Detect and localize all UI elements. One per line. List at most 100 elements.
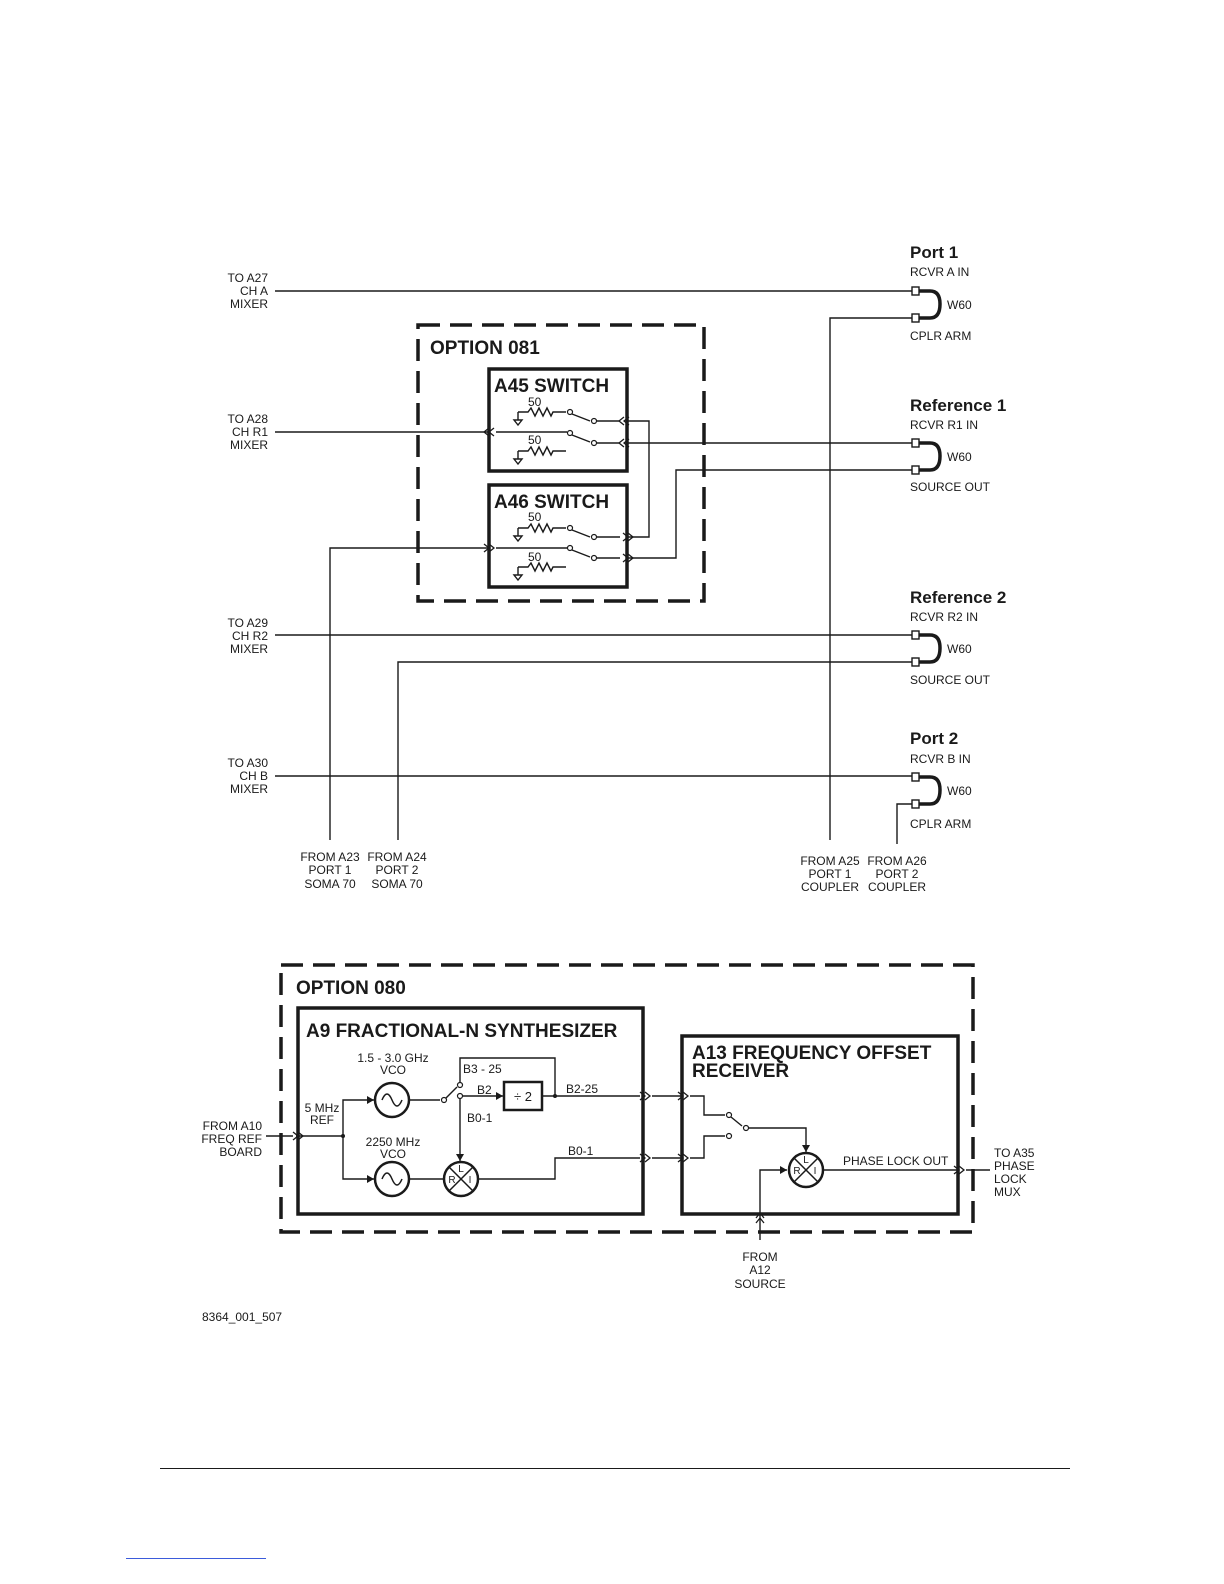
svg-text:FROM A10: FROM A10 xyxy=(203,1119,263,1133)
svg-text:RCVR R1 IN: RCVR R1 IN xyxy=(910,418,978,432)
svg-text:A46 SWITCH: A46 SWITCH xyxy=(494,492,609,513)
from-a12-label: FROM A12 SOURCE xyxy=(734,1250,785,1291)
svg-text:CH B: CH B xyxy=(239,769,268,783)
svg-text:R: R xyxy=(793,1166,800,1177)
svg-text:CH R1: CH R1 xyxy=(232,425,268,439)
reference-1-group: Reference 1 RCVR R1 IN W60 SOURCE OUT xyxy=(910,396,1006,494)
svg-text:REF: REF xyxy=(310,1113,334,1127)
a9-mixer: L R I xyxy=(442,1160,480,1198)
svg-text:COUPLER: COUPLER xyxy=(868,880,926,894)
reference-2-group: Reference 2 RCVR R2 IN W60 SOURCE OUT xyxy=(910,588,1006,687)
svg-text:TO A35: TO A35 xyxy=(994,1146,1035,1160)
svg-text:TO A27: TO A27 xyxy=(228,271,269,285)
svg-text:PORT 1: PORT 1 xyxy=(809,867,852,881)
svg-text:PHASE: PHASE xyxy=(994,1159,1035,1173)
a9-title: A9 FRACTIONAL-N SYNTHESIZER xyxy=(306,1021,618,1042)
svg-text:B0-1: B0-1 xyxy=(568,1144,594,1158)
svg-text:B0-1: B0-1 xyxy=(467,1111,493,1125)
option-080-label: OPTION 080 xyxy=(296,978,406,999)
svg-text:÷ 2: ÷ 2 xyxy=(514,1089,532,1104)
svg-text:TO A30: TO A30 xyxy=(228,756,269,770)
svg-text:W60: W60 xyxy=(947,450,972,464)
port-1-title: Port 1 xyxy=(910,243,958,262)
svg-text:2250 MHz: 2250 MHz xyxy=(366,1135,421,1149)
svg-text:MUX: MUX xyxy=(994,1185,1021,1199)
divide-by-2-block: ÷ 2 xyxy=(502,1080,544,1112)
svg-text:1.5 - 3.0 GHz: 1.5 - 3.0 GHz xyxy=(357,1051,428,1065)
svg-text:FREQ REF: FREQ REF xyxy=(201,1132,262,1146)
svg-text:CPLR ARM: CPLR ARM xyxy=(910,329,971,343)
svg-text:FROM A25: FROM A25 xyxy=(800,854,860,868)
svg-text:MIXER: MIXER xyxy=(230,782,268,796)
option-081-label: OPTION 081 xyxy=(430,338,540,359)
mixer-label-a27: TO A27 CH A MIXER xyxy=(228,271,269,311)
svg-text:W60: W60 xyxy=(947,784,972,798)
svg-text:PORT 1: PORT 1 xyxy=(309,863,352,877)
svg-text:LOCK: LOCK xyxy=(994,1172,1027,1186)
a45-switch: A45 SWITCH 50 50 xyxy=(487,367,629,473)
svg-text:50: 50 xyxy=(528,395,542,409)
svg-text:RCVR A IN: RCVR A IN xyxy=(910,265,969,279)
svg-text:CH R2: CH R2 xyxy=(232,629,268,643)
vco-2 xyxy=(373,1160,411,1198)
svg-text:50: 50 xyxy=(528,550,542,564)
svg-text:PORT 2: PORT 2 xyxy=(376,863,419,877)
a9-wires xyxy=(296,1057,640,1183)
reference-1-title: Reference 1 xyxy=(910,396,1006,415)
svg-text:A45 SWITCH: A45 SWITCH xyxy=(494,376,609,397)
svg-text:SOURCE OUT: SOURCE OUT xyxy=(910,480,991,494)
svg-text:W60: W60 xyxy=(947,642,972,656)
from-a10-label: FROM A10 FREQ REF BOARD xyxy=(201,1119,262,1159)
source-label-a24: FROM A24 PORT 2 SOMA 70 xyxy=(367,850,427,891)
figure-id: 8364_001_507 xyxy=(202,1310,282,1324)
svg-text:TO A29: TO A29 xyxy=(228,616,269,630)
mixer-label-a29: TO A29 CH R2 MIXER xyxy=(228,616,269,656)
w60-jumpers xyxy=(911,286,942,809)
svg-text:CH A: CH A xyxy=(240,284,268,298)
source-label-a25: FROM A25 PORT 1 COUPLER xyxy=(800,854,860,894)
a13-title-2: RECEIVER xyxy=(692,1061,789,1082)
svg-text:FROM: FROM xyxy=(742,1250,777,1264)
svg-text:A12: A12 xyxy=(749,1263,771,1277)
a9-synthesizer-box xyxy=(296,1006,645,1216)
svg-text:50: 50 xyxy=(528,510,542,524)
svg-text:I: I xyxy=(469,1175,472,1186)
svg-text:BOARD: BOARD xyxy=(219,1145,262,1159)
port-2-group: Port 2 RCVR B IN W60 CPLR ARM xyxy=(910,729,972,831)
a13-title-1: A13 FREQUENCY OFFSET xyxy=(692,1043,932,1064)
bottom-chevrons xyxy=(292,1091,966,1224)
port-1-group: Port 1 RCVR A IN W60 CPLR ARM xyxy=(910,243,972,343)
svg-text:B2: B2 xyxy=(477,1083,492,1097)
svg-text:5 MHz: 5 MHz xyxy=(305,1101,340,1115)
svg-text:FROM A24: FROM A24 xyxy=(367,850,427,864)
svg-text:SOURCE: SOURCE xyxy=(734,1277,785,1291)
svg-text:SOURCE OUT: SOURCE OUT xyxy=(910,673,991,687)
svg-text:MIXER: MIXER xyxy=(230,297,268,311)
svg-text:FROM A26: FROM A26 xyxy=(867,854,927,868)
svg-text:RCVR B IN: RCVR B IN xyxy=(910,752,971,766)
svg-text:FROM A23: FROM A23 xyxy=(300,850,360,864)
source-label-a26: FROM A26 PORT 2 COUPLER xyxy=(867,854,927,894)
svg-text:B3 - 25: B3 - 25 xyxy=(463,1062,502,1076)
connector-chevrons xyxy=(482,416,635,563)
svg-text:R: R xyxy=(448,1175,455,1186)
svg-text:MIXER: MIXER xyxy=(230,642,268,656)
top-wires xyxy=(275,290,912,844)
svg-text:MIXER: MIXER xyxy=(230,438,268,452)
svg-text:PHASE LOCK OUT: PHASE LOCK OUT xyxy=(843,1154,949,1168)
to-a35-label: TO A35 PHASE LOCK MUX xyxy=(994,1146,1035,1199)
reference-2-title: Reference 2 xyxy=(910,588,1006,607)
svg-text:50: 50 xyxy=(528,433,542,447)
svg-text:RCVR R2 IN: RCVR R2 IN xyxy=(910,610,978,624)
svg-text:SOMA 70: SOMA 70 xyxy=(304,877,356,891)
a13-receiver-box xyxy=(680,1034,960,1216)
footer-link-underline[interactable] xyxy=(126,1558,266,1559)
svg-text:COUPLER: COUPLER xyxy=(801,880,859,894)
option-081-box xyxy=(416,323,706,603)
port-2-title: Port 2 xyxy=(910,729,958,748)
svg-text:I: I xyxy=(814,1166,817,1177)
svg-text:TO A28: TO A28 xyxy=(228,412,269,426)
svg-text:VCO: VCO xyxy=(380,1063,406,1077)
svg-text:L: L xyxy=(458,1164,464,1175)
